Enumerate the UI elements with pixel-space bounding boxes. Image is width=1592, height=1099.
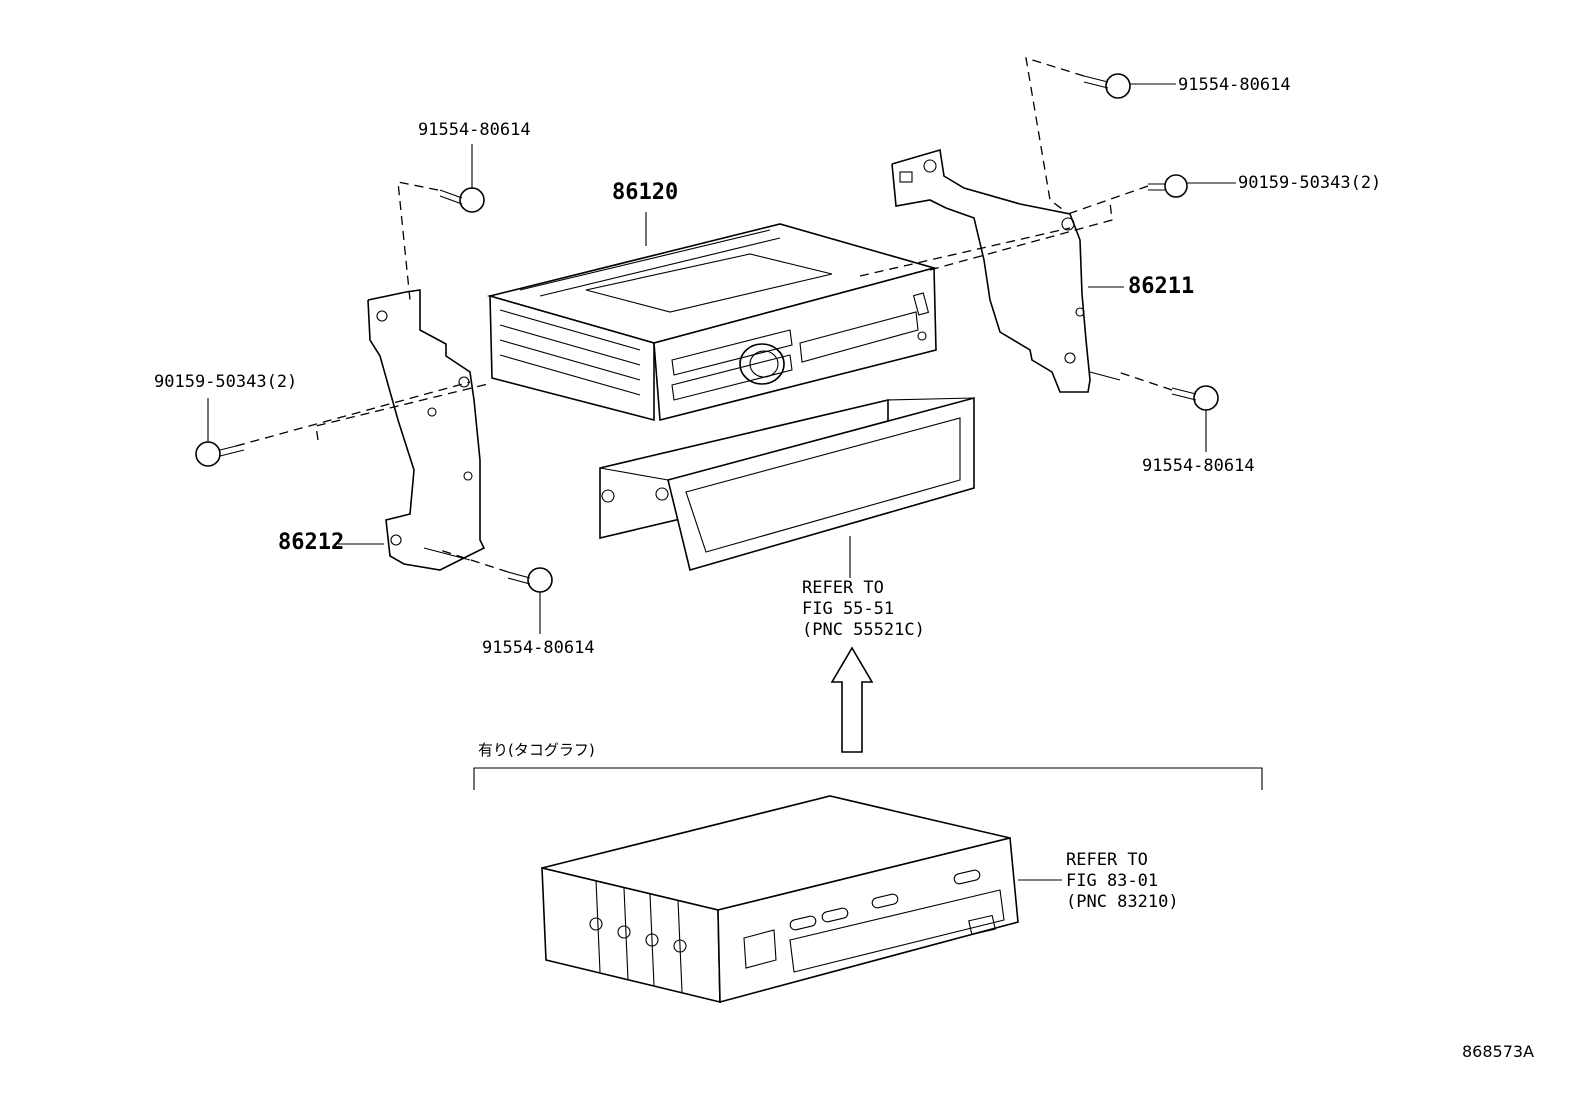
bolt-left-bottom-icon: [507, 567, 553, 634]
bolt-left-top-icon: [439, 144, 485, 213]
option-label-tachograph: 有り(タコグラフ): [478, 741, 595, 759]
part-number-86211: 86211: [1128, 274, 1195, 299]
bolt-left-screw-icon: [195, 398, 245, 467]
part-number-86212: 86212: [278, 530, 345, 555]
bolt-label-right-top: 91554-80614: [1178, 75, 1291, 95]
refer-box-line-1: REFER TO: [802, 578, 884, 598]
refer-tacho-line-3: (PNC 83210): [1066, 892, 1179, 912]
option-bracket-line: [473, 767, 1263, 790]
bolt-right-top-icon: [1083, 73, 1176, 99]
pocket-box-illustration: [599, 396, 975, 578]
bolt-label-left-screw: 90159-50343(2): [154, 372, 298, 392]
bolt-label-right-bottom: 91554-80614: [1142, 456, 1255, 476]
tachograph-illustration: [541, 795, 1062, 1004]
refer-tacho-line-2: FIG 83-01: [1066, 871, 1159, 891]
bolt-label-left-bottom: 91554-80614: [482, 638, 595, 658]
refer-box-line-3: (PNC 55521C): [802, 620, 925, 640]
diagram-id: 868573A: [1462, 1042, 1535, 1061]
bolt-label-left-top: 91554-80614: [418, 120, 531, 140]
bolt-label-right-screw: 90159-50343(2): [1238, 173, 1382, 193]
radio-receiver-illustration: [486, 212, 937, 422]
part-number-86120: 86120: [612, 180, 679, 205]
left-bracket-illustration: [338, 289, 486, 571]
bolt-right-screw-icon: [1148, 174, 1236, 198]
assembly-dashed-lines: [235, 57, 1173, 573]
refer-arrow-icon: [830, 646, 874, 753]
refer-tacho-line-1: REFER TO: [1066, 850, 1148, 870]
bolt-right-bottom-icon: [1171, 385, 1219, 452]
refer-box-line-2: FIG 55-51: [802, 599, 895, 619]
right-bracket-illustration: [891, 148, 1124, 393]
